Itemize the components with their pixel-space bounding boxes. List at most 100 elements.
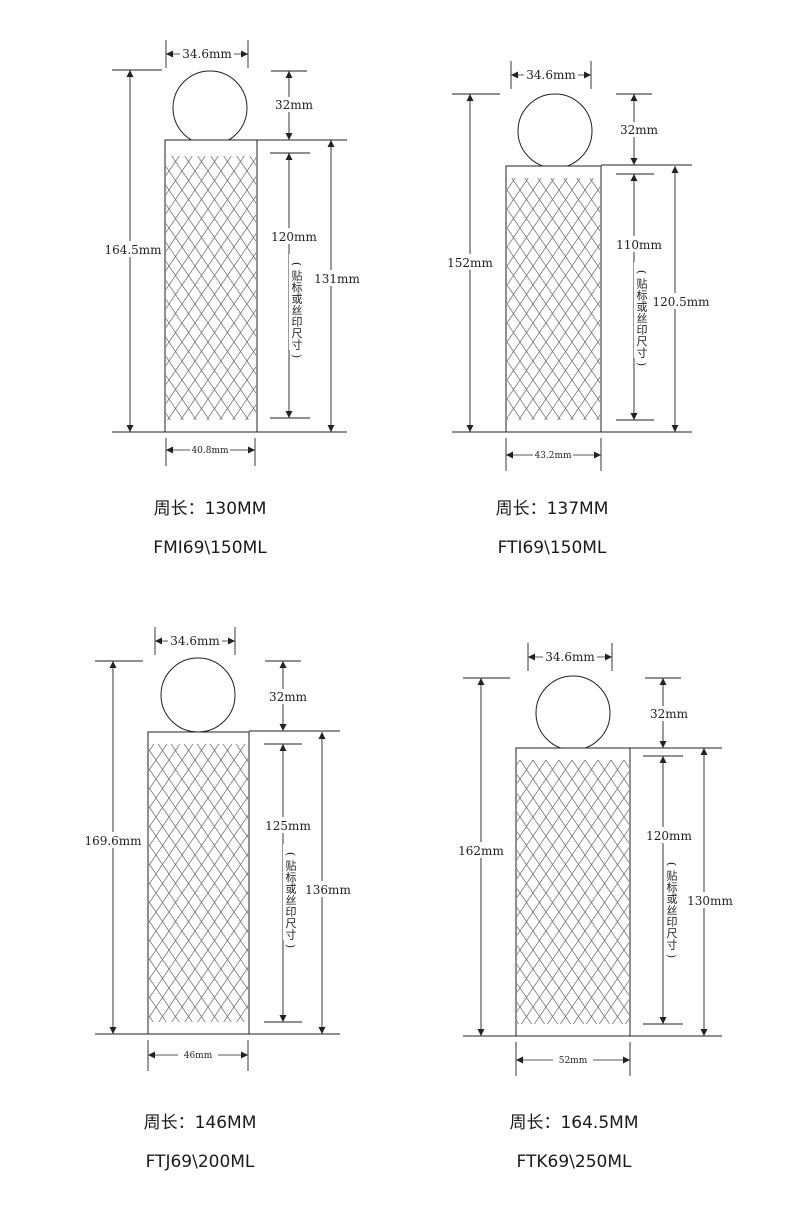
total-height-label: 169.6mm xyxy=(84,834,142,848)
label-note-char: 或 xyxy=(637,301,648,314)
cap-width-label-bg xyxy=(543,648,597,664)
label-note-char: 贴 xyxy=(286,859,297,873)
label-note-char: ( xyxy=(665,862,678,866)
cap-height-label-bg xyxy=(269,689,305,704)
model-caption: FTJ69\200ML xyxy=(146,1152,255,1172)
label-note-char: 丝 xyxy=(292,304,303,317)
model-caption: FTI69\150ML xyxy=(498,538,607,558)
label-note-char: 或 xyxy=(667,893,678,906)
cap-width-label-bg xyxy=(524,66,578,82)
body-height-label-bg xyxy=(302,881,352,897)
cap-width-label: 34.6mm xyxy=(545,650,595,664)
label-note-char: 尺 xyxy=(286,917,297,930)
print-height-label-bg xyxy=(647,827,691,843)
bottle-cap xyxy=(535,675,611,751)
label-mesh-pattern xyxy=(507,178,600,420)
body-height-label-bg xyxy=(311,270,361,286)
label-note-char: ) xyxy=(635,362,648,366)
label-note-char: 丝 xyxy=(667,904,678,917)
cap-height-label: 32mm xyxy=(620,123,659,137)
label-note-char: 寸 xyxy=(286,928,297,942)
label-note-char: 尺 xyxy=(637,335,648,348)
label-note-char: 印 xyxy=(286,906,297,919)
cap-height-label-bg xyxy=(620,122,656,137)
print-height-label: 120mm xyxy=(271,230,317,244)
print-height-label: 110mm xyxy=(616,238,662,252)
label-note-char: ( xyxy=(290,262,303,266)
label-note-char: 贴 xyxy=(637,277,648,291)
base-width-label-bg xyxy=(553,1053,593,1066)
label-note-char: 寸 xyxy=(292,338,303,352)
total-height-label-bg xyxy=(83,832,143,848)
cap-width-label-bg xyxy=(168,632,222,648)
body-height-label: 131mm xyxy=(314,272,360,286)
base-width-label: 43.2mm xyxy=(534,451,572,461)
label-mesh-pattern xyxy=(517,760,629,1024)
cap-height-label: 32mm xyxy=(269,690,308,704)
cap-width-label: 34.6mm xyxy=(182,47,232,61)
label-note-char: 贴 xyxy=(292,269,303,283)
total-height-label: 162mm xyxy=(458,844,504,858)
model-caption: FTK69\250ML xyxy=(517,1152,632,1172)
label-note-char: ) xyxy=(290,354,303,358)
label-note-char: 尺 xyxy=(667,927,678,940)
label-note-char: 标 xyxy=(286,870,297,884)
body-height-label: 136mm xyxy=(305,883,351,897)
label-note-char: ( xyxy=(635,270,648,274)
bottle-cap xyxy=(517,93,593,169)
cap-height-label-bg xyxy=(275,97,311,112)
label-note-char: 印 xyxy=(667,916,678,929)
label-note-bg xyxy=(289,254,305,350)
total-height-label-bg xyxy=(103,241,163,257)
model-caption: FMI69\150ML xyxy=(153,538,267,558)
label-mesh-pattern xyxy=(149,744,248,1022)
label-note-char: 印 xyxy=(292,316,303,329)
label-note-char: 尺 xyxy=(292,327,303,340)
body-height-label-bg xyxy=(655,293,705,309)
cap-width-label-bg xyxy=(180,45,234,61)
cap-height-label: 32mm xyxy=(650,707,689,721)
label-note-bg xyxy=(283,844,299,940)
print-height-label: 120mm xyxy=(646,829,692,843)
bottle-cap xyxy=(160,657,236,733)
base-width-label: 52mm xyxy=(559,1056,588,1066)
label-note-char: 印 xyxy=(637,324,648,337)
print-height-label-bg xyxy=(272,228,316,244)
bottle-panel-fmi: 34.6mm164.5mm32mm120mm(贴标或丝印尺寸)131mm40.8… xyxy=(103,40,361,558)
label-mesh-pattern xyxy=(166,156,256,420)
label-note-char: 标 xyxy=(292,280,303,294)
label-note-char: 寸 xyxy=(667,938,678,952)
base-width-label-bg xyxy=(178,1048,218,1061)
total-height-label: 152mm xyxy=(447,256,493,270)
base-width-label: 40.8mm xyxy=(191,446,229,456)
body-height-label-bg xyxy=(684,892,734,908)
base-width-label: 46mm xyxy=(184,1051,213,1061)
label-note-char: 寸 xyxy=(637,346,648,360)
circumference-caption: 周长：146MM xyxy=(144,1113,257,1133)
body-height-label: 130mm xyxy=(687,894,733,908)
label-note-bg xyxy=(634,262,650,358)
label-note-char: 丝 xyxy=(637,312,648,325)
total-height-label-bg xyxy=(451,842,511,858)
base-width-label-bg xyxy=(190,443,230,456)
cap-height-label: 32mm xyxy=(275,98,314,112)
label-note-char: 标 xyxy=(637,288,648,302)
label-note-char: ) xyxy=(665,954,678,958)
cap-width-label: 34.6mm xyxy=(526,68,576,82)
bottle-cap xyxy=(172,70,248,146)
label-note-char: 丝 xyxy=(286,894,297,907)
bottle-panel-ftj: 34.6mm169.6mm32mm125mm(贴标或丝印尺寸)136mm46mm… xyxy=(83,627,352,1172)
label-note-char: ( xyxy=(284,852,297,856)
circumference-caption: 周长：164.5MM xyxy=(509,1113,638,1133)
total-height-label: 164.5mm xyxy=(104,243,162,257)
cap-width-label: 34.6mm xyxy=(170,634,220,648)
bottle-panel-fti: 34.6mm152mm32mm110mm(贴标或丝印尺寸)120.5mm43.2… xyxy=(440,61,710,558)
label-note-char: 或 xyxy=(286,883,297,896)
label-note-char: 标 xyxy=(667,880,678,894)
print-height-label-bg xyxy=(617,236,661,252)
